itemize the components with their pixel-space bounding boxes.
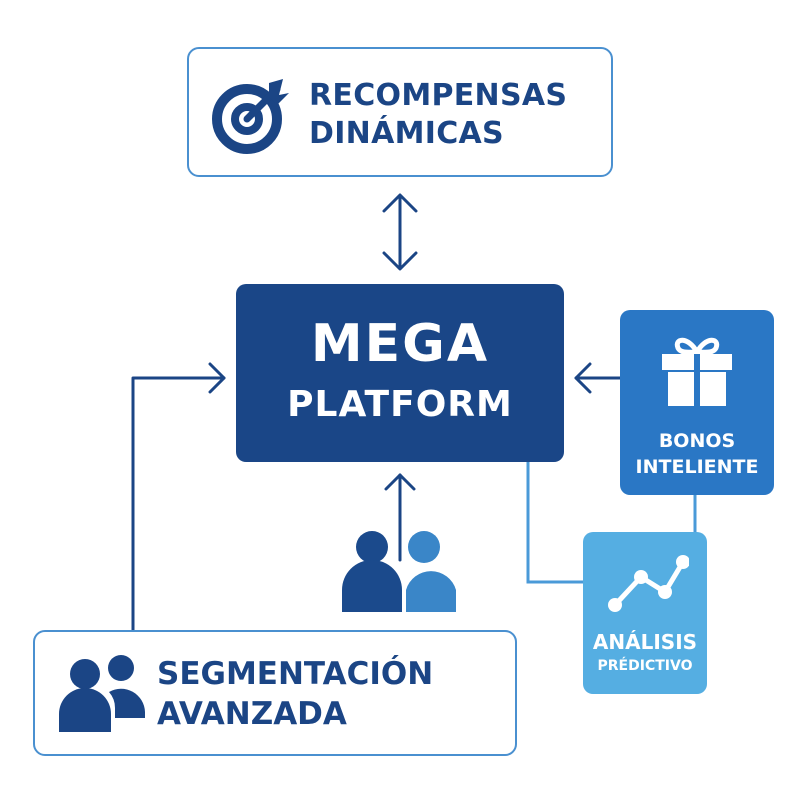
arrow-from-segmentation [131,362,226,632]
center-title-line1: MEGA [310,314,490,374]
node-bonos-inteliente: BONOS INTELIENTE [620,310,774,495]
node-analisis-predictivo: ANÁLISIS PRÉDICTIVO [583,532,707,694]
node-title-line2: DINÁMICAS [309,116,504,151]
arrow-from-users [384,473,416,562]
gift-icon [662,337,732,406]
line-chart-icon [608,555,689,612]
seg-title-line1: SEGMENTACIÓN [157,656,434,692]
connector-main-analisis [526,462,583,584]
bidirectional-arrow-top [382,193,418,271]
node-title-line1: RECOMPENSAS [309,78,568,113]
node-mega-platform: MEGA PLATFORM [236,284,564,462]
users-icon-center [342,531,456,612]
analisis-title-line1: ANÁLISIS [592,630,698,654]
users-icon [59,655,145,732]
analisis-title-line2: PRÉDICTIVO [597,658,693,674]
bonos-title-line1: BONOS [658,430,736,452]
arrow-from-bonos [574,362,622,394]
center-title-line2: PLATFORM [287,384,513,425]
target-arrow-icon [212,79,289,154]
node-segmentacion-avanzada: SEGMENTACIÓN AVANZADA [33,630,517,756]
seg-title-line2: AVANZADA [157,696,347,732]
node-recompensas-dinamicas: RECOMPENSAS DINÁMICAS [187,47,613,177]
bonos-title-line2: INTELIENTE [635,456,759,478]
